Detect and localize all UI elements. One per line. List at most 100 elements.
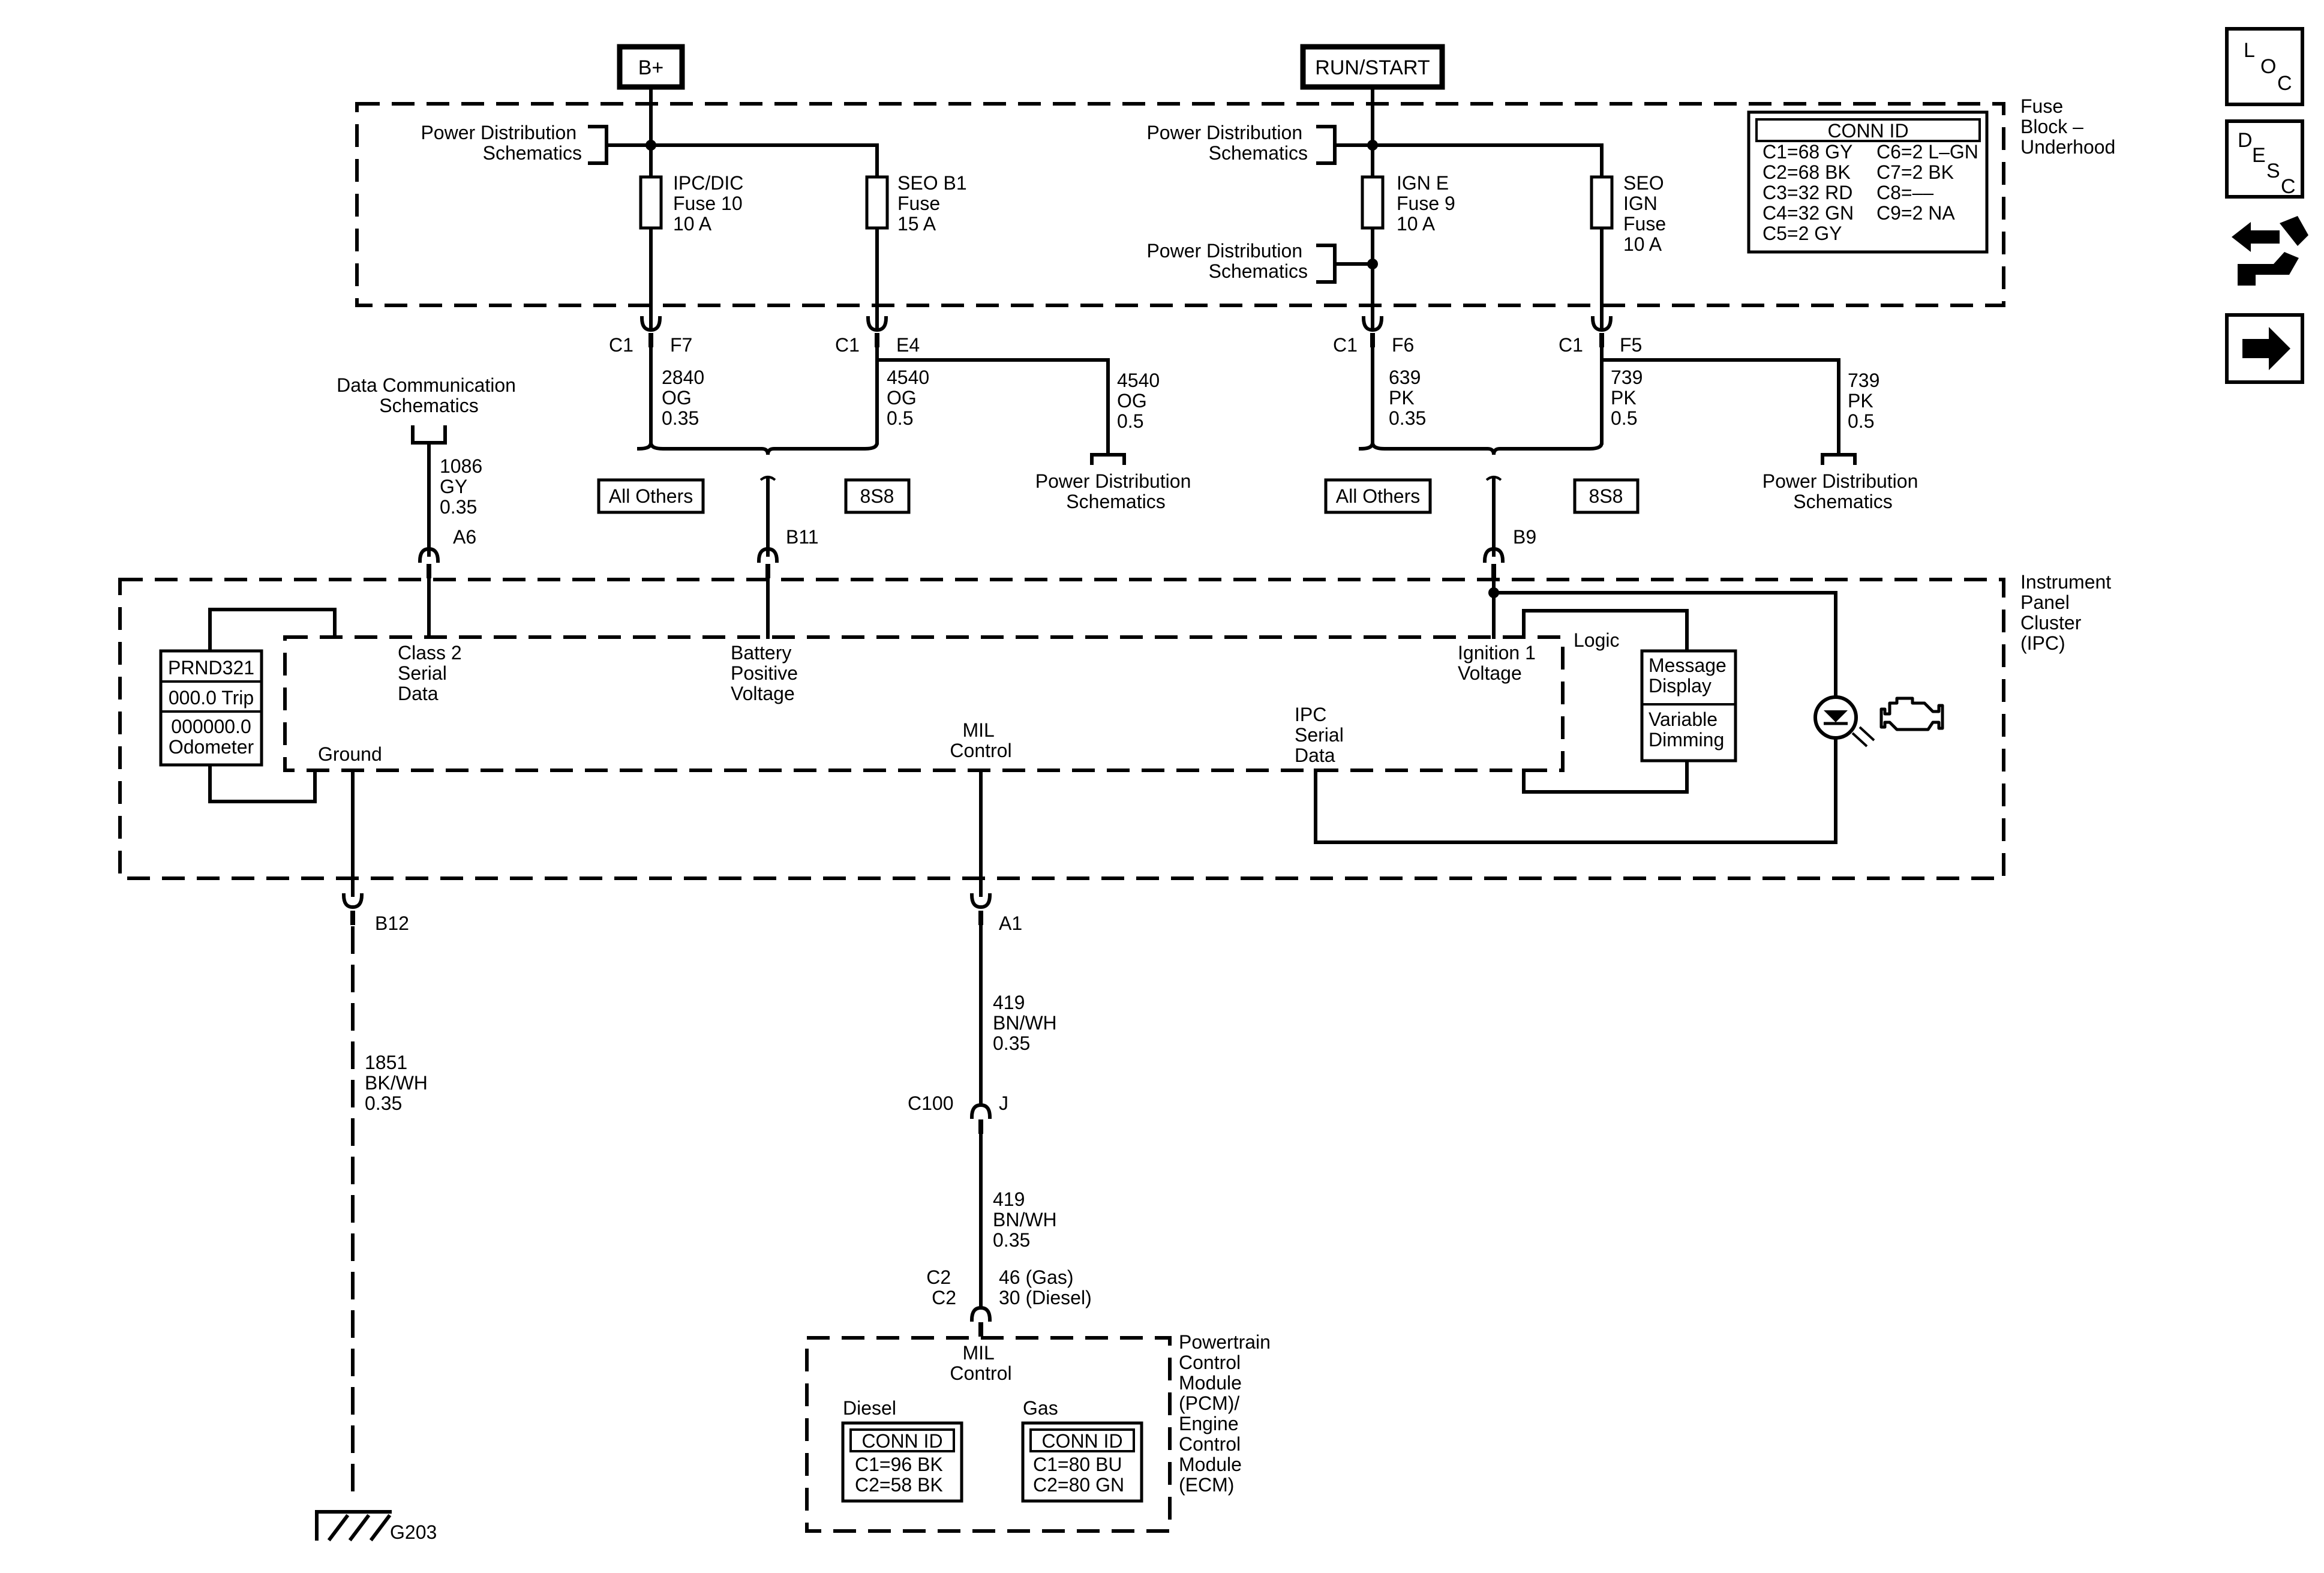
fuse-ign-e-label: IGN E Fuse 9 10 A [1397,172,1461,235]
run-start-source-label: RUN/START [1315,56,1430,79]
svg-text:000000.0: 000000.0 [171,716,251,737]
diesel-label: Diesel [843,1397,896,1419]
wire-419b-label: 419 BN/WH 0.35 [993,1188,1062,1251]
connector-c1-f5[interactable] [1590,316,1613,347]
mil-control-ipc-label: MIL Control [950,719,1011,761]
svg-text:S: S [2266,160,2280,182]
fuse-ipc-dic[interactable] [639,175,663,230]
all-others-label-right: All Others [1336,485,1420,507]
fuse-seo-ign[interactable] [1590,175,1614,230]
c100-label: C100 [908,1092,954,1114]
wire-739a-label: 739 PK 0.5 [1611,367,1648,429]
pin-j-label: J [999,1092,1008,1114]
wire-1086-label: 1086 GY 0.35 [440,455,488,518]
power-dist-label-5: Power Distribution Schematics [1762,470,1924,512]
connector-c1-f6[interactable] [1361,316,1384,347]
connector-c1-f7[interactable] [639,316,662,347]
wire-739b-label: 739 PK 0.5 [1848,370,1885,432]
wire-639-label: 639 PK 0.35 [1389,367,1426,429]
power-dist-label-4: Power Distribution Schematics [1035,470,1197,512]
power-dist-label-3: Power Distribution Schematics [1146,240,1308,282]
pin-f5-label: F5 [1620,334,1642,356]
ipc-serial-data-label: IPC Serial Data [1295,704,1349,766]
svg-text:Odometer: Odometer [169,736,254,758]
splice-bus-left [636,440,879,455]
bracket-left [588,125,608,165]
bracket-right-1 [1316,125,1337,165]
mil-led-icon [1813,695,1875,748]
check-engine-icon [1879,697,1944,731]
arrow-right-icon [2242,327,2290,370]
all-others-box-left[interactable] [597,478,705,514]
fuse-seo-b1[interactable] [865,175,889,230]
svg-text:CONN ID: CONN ID [861,1430,942,1452]
fuse-block-outline [355,102,2005,307]
pin-a1-label: A1 [999,912,1022,934]
connector-c100[interactable] [969,1103,992,1134]
svg-text:E: E [2252,144,2266,167]
connector-b11[interactable] [756,547,779,578]
connector-a6[interactable] [418,547,440,578]
svg-text:PRND321: PRND321 [168,657,254,679]
svg-text:CONN ID: CONN ID [1827,120,1908,142]
data-comm-label: Data Communication Schematics [337,374,521,416]
connector-a1[interactable] [969,893,992,925]
svg-text:O: O [2260,55,2276,78]
logic-label: Logic [1574,629,1620,651]
fuse-block-label: Fuse Block – Underhood [2020,95,2115,158]
pin-b11-label: B11 [786,526,819,548]
svg-text:C: C [2281,175,2296,198]
fuse-ign-e[interactable] [1361,175,1385,230]
svg-text:D: D [2238,129,2253,152]
mil-control-pcm-label: MIL Control [950,1342,1011,1384]
all-others-box-right[interactable] [1324,478,1432,514]
pin-e4-label: E4 [896,334,920,356]
splice-8s8-box-right[interactable] [1573,478,1640,514]
message-display-module: Message Display Variable Dimming [1640,649,1737,763]
gas-label: Gas [1023,1397,1058,1419]
connector-c2[interactable] [969,1305,992,1337]
class2-serial-data-label: Class 2 Serial Data [398,642,467,704]
run-start-source-box[interactable] [1300,44,1445,90]
svg-text:000.0 Trip: 000.0 Trip [169,687,254,709]
svg-text:Variable Dimming: Variable Dimming [1649,709,1724,751]
gas-conn-id-table: CONN ID C1=80 BU C2=80 GN [1021,1421,1143,1503]
bplus-source-box[interactable] [617,44,685,90]
svg-text:C1=80 BU C2=80 GN: C1=80 BU C2=80 GN [1033,1454,1127,1496]
svg-text:Message Display: Message Display [1649,655,1732,697]
svg-text:C: C [2277,72,2292,95]
fuse-seo-b1-label: SEO B1 Fuse 15 A [897,172,972,235]
desc-button[interactable]: D E S C [2225,119,2304,199]
next-page-button[interactable] [2225,313,2304,384]
splice-8s8-box-left[interactable] [844,478,911,514]
odometer-display: PRND321 000.0 Trip 000000.0 Odometer [159,649,263,767]
pin-f6-label: F6 [1392,334,1414,356]
wire-419a-label: 419 BN/WH 0.35 [993,992,1062,1054]
connector-c1-e4[interactable] [866,316,888,347]
splice-8s8-label-left: 8S8 [860,485,894,507]
c1-label-1: C1 [609,334,633,356]
connector-b9[interactable] [1482,547,1505,578]
ground-symbol-icon [315,1510,392,1542]
ipc-outline [118,578,2005,880]
svg-text:C1=96 BK C2=58 BK: C1=96 BK C2=58 BK [855,1454,948,1496]
bracket-right-2 [1316,244,1337,284]
ipc-label: Instrument Panel Cluster (IPC) [2020,571,2116,654]
wrench-arrows-icon[interactable] [2232,216,2308,286]
pin-b9-label: B9 [1513,526,1536,548]
pin-a6-label: A6 [453,526,476,548]
svg-text:L: L [2244,39,2255,62]
c1-label-4: C1 [1559,334,1583,356]
ignition-voltage-label: Ignition 1 Voltage [1458,642,1541,684]
fuse-seo-ign-label: SEO IGN Fuse 10 A [1623,172,1671,255]
svg-text:CONN ID: CONN ID [1041,1430,1122,1452]
pcm-ecm-outline [805,1336,1172,1533]
ground-label: Ground [318,743,382,765]
loc-button[interactable]: L O C [2225,27,2304,106]
bplus-source-label: B+ [638,56,664,79]
power-dist-label-2: Power Distribution Schematics [1146,122,1308,164]
fuse-block-conn-id-table: CONN ID C1=68 GY C2=68 BK C3=32 RD C4=32… [1747,110,1989,254]
c1-label-3: C1 [1333,334,1358,356]
connector-b12[interactable] [341,893,364,925]
